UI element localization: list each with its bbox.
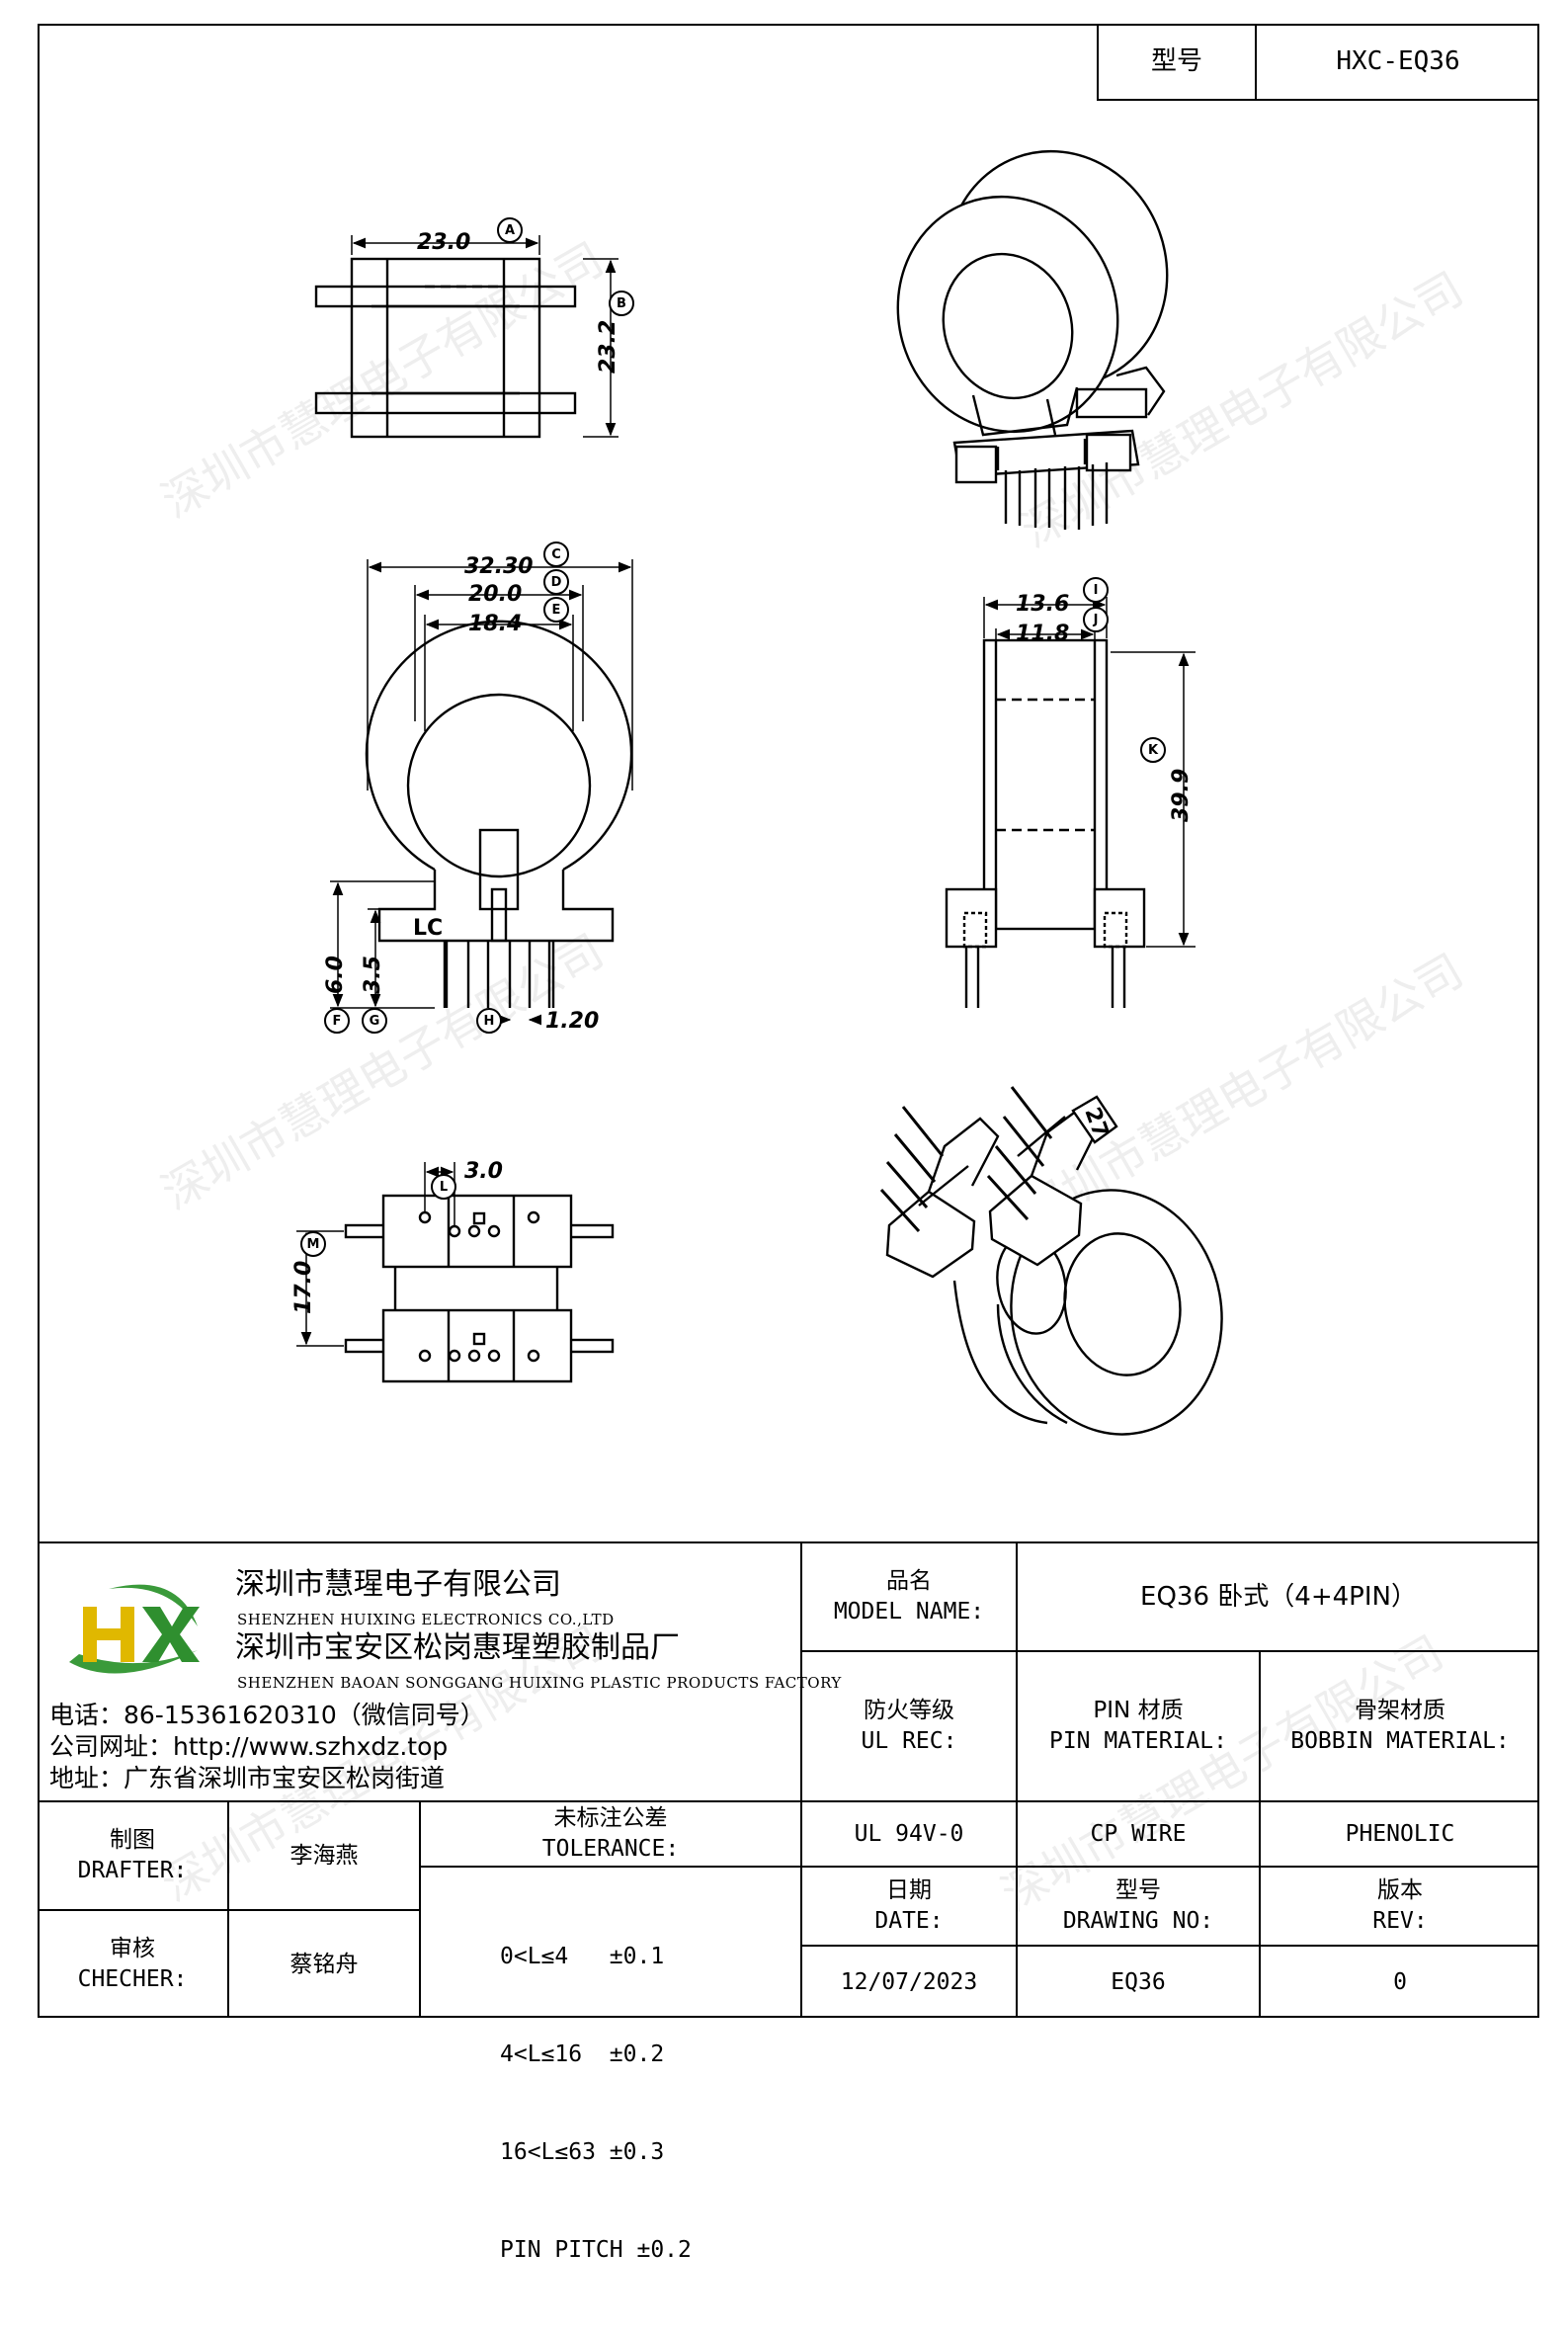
tolerance-item: 0<L≤4 ±0.1 — [500, 1944, 665, 1969]
dim-a-text: 23.0 — [417, 230, 470, 255]
dim-c-text: 32.30 — [464, 554, 534, 579]
model-name-label: 品名 MODEL NAME: — [802, 1543, 1016, 1650]
bobbin-material-value: PHENOLIC — [1345, 1820, 1455, 1847]
company-logo — [49, 1571, 207, 1690]
tolerance-item: 4<L≤16 ±0.2 — [500, 2041, 665, 2067]
bobbin-material-label: 骨架材质 BOBBIN MATERIAL: — [1261, 1652, 1539, 1800]
dim-j-text: 11.8 — [1016, 622, 1069, 646]
lc-label: LC — [413, 916, 443, 941]
top-view — [314, 235, 619, 439]
callout-b: B — [609, 291, 634, 316]
company-name-en-1: SHENZHEN HUIXING ELECTRONICS CO.,LTD — [237, 1611, 615, 1628]
bottom-view — [296, 1162, 615, 1383]
company-address: 地址：广东省深圳市宝安区松岗街道 — [49, 1764, 446, 1792]
model-name-value: EQ36 卧式（4+4PIN） — [1140, 1582, 1417, 1612]
dim-f-text: 6.0 — [323, 956, 348, 994]
callout-m: M — [300, 1231, 326, 1257]
model-header-box: 型号 HXC-EQ36 — [1097, 24, 1539, 101]
dim-b-text: 23.2 — [596, 320, 620, 374]
callout-l: L — [431, 1174, 456, 1200]
drafter-label-en: DRAFTER: — [77, 1858, 188, 1883]
technical-drawing: 23.0 23.2 — [291, 149, 1223, 1436]
front-view — [330, 559, 633, 1026]
side-view — [945, 597, 1196, 1008]
drafter-value: 李海燕 — [289, 1842, 359, 1869]
pin-material-label-cn: PIN 材质 — [1093, 1698, 1184, 1723]
tolerance-label-en: TOLERANCE: — [541, 1836, 680, 1862]
ul-rec-value: UL 94V-0 — [854, 1820, 964, 1847]
tolerance-item: PIN PITCH ±0.2 — [500, 2237, 692, 2263]
company-name-cn-2: 深圳市宝安区松岗惠瑆塑胶制品厂 — [235, 1630, 680, 1665]
company-phone: 电话：86-15361620310（微信同号） — [49, 1701, 485, 1729]
ul-rec-label: 防火等级 UL REC: — [802, 1652, 1016, 1800]
dim-k-text: 39.9 — [1169, 769, 1194, 822]
tolerance-list: 0<L≤4 ±0.1 4<L≤16 ±0.2 16<L≤63 ±0.3 PIN … — [500, 1875, 796, 2332]
date-value: 12/07/2023 — [840, 1968, 978, 1995]
rev-value: 0 — [1393, 1968, 1407, 1995]
checker-label-cn: 审核 — [110, 1936, 155, 1961]
pin-material-label: PIN 材质 PIN MATERIAL: — [1018, 1652, 1259, 1800]
checker-value: 蔡铭舟 — [289, 1951, 359, 1977]
callout-g: G — [362, 1008, 387, 1034]
dim-d-text: 20.0 — [468, 582, 522, 607]
model-header-value: HXC-EQ36 — [1336, 46, 1460, 76]
callout-a: A — [497, 217, 523, 243]
callout-h: H — [476, 1008, 502, 1034]
dim-e-text: 18.4 — [468, 612, 522, 636]
date-label-en: DATE: — [874, 1908, 944, 1934]
company-name-en-2: SHENZHEN BAOAN SONGGANG HUIXING PLASTIC … — [237, 1674, 842, 1692]
drawing-no-value: EQ36 — [1111, 1968, 1166, 1995]
checker-label-en: CHECHER: — [77, 1966, 188, 1992]
model-header-label: 型号 — [1099, 24, 1257, 99]
ul-rec-label-en: UL REC: — [861, 1728, 957, 1754]
drawing-frame — [38, 24, 1539, 2018]
model-name-label-en: MODEL NAME: — [833, 1599, 985, 1624]
date-label-cn: 日期 — [886, 1877, 932, 1903]
drawing-no-label: 型号 DRAWING NO: — [1018, 1868, 1259, 1945]
date-label: 日期 DATE: — [802, 1868, 1016, 1945]
drafter-label: 制图 DRAFTER: — [38, 1802, 227, 1909]
isometric-view-2 — [879, 1086, 1223, 1436]
bobbin-material-label-en: BOBBIN MATERIAL: — [1290, 1728, 1510, 1754]
callout-k: K — [1140, 737, 1166, 763]
drawing-no-label-cn: 型号 — [1115, 1877, 1161, 1903]
tolerance-label: 未标注公差 TOLERANCE: — [421, 1802, 800, 1866]
bobbin-material-label-cn: 骨架材质 — [1355, 1698, 1445, 1723]
checker-label: 审核 CHECHER: — [38, 1911, 227, 2018]
ul-rec-label-cn: 防火等级 — [864, 1698, 954, 1723]
callout-c: C — [543, 541, 569, 567]
company-website: 公司网址：http://www.szhxdz.top — [49, 1732, 449, 1761]
callout-d: D — [543, 569, 569, 595]
callout-j: J — [1083, 607, 1109, 632]
dim-l-text: 3.0 — [464, 1159, 503, 1184]
tolerance-item: 16<L≤63 ±0.3 — [500, 2139, 665, 2165]
rev-label: 版本 REV: — [1261, 1868, 1539, 1945]
drawing-no-label-en: DRAWING NO: — [1062, 1908, 1214, 1934]
company-name-cn-1: 深圳市慧瑆电子有限公司 — [235, 1567, 561, 1602]
callout-e: E — [543, 597, 569, 623]
dim-h-text: 1.20 — [545, 1009, 599, 1034]
rev-label-en: REV: — [1372, 1908, 1428, 1934]
callout-i: I — [1083, 577, 1109, 603]
rev-label-cn: 版本 — [1377, 1877, 1423, 1903]
model-name-label-cn: 品名 — [886, 1568, 932, 1594]
pin-material-label-en: PIN MATERIAL: — [1048, 1728, 1227, 1754]
tolerance-label-cn: 未标注公差 — [553, 1805, 668, 1831]
dim-g-text: 3.5 — [361, 956, 385, 994]
pin-material-value: CP WIRE — [1090, 1820, 1187, 1847]
title-block: 深圳市慧瑆电子有限公司 SHENZHEN HUIXING ELECTRONICS… — [38, 1541, 1539, 2263]
dim-i-text: 13.6 — [1016, 592, 1069, 617]
isometric-view-1 — [896, 149, 1169, 530]
dim-m-text: 17.0 — [291, 1261, 316, 1314]
drafter-label-cn: 制图 — [110, 1827, 155, 1853]
callout-f: F — [324, 1008, 350, 1034]
